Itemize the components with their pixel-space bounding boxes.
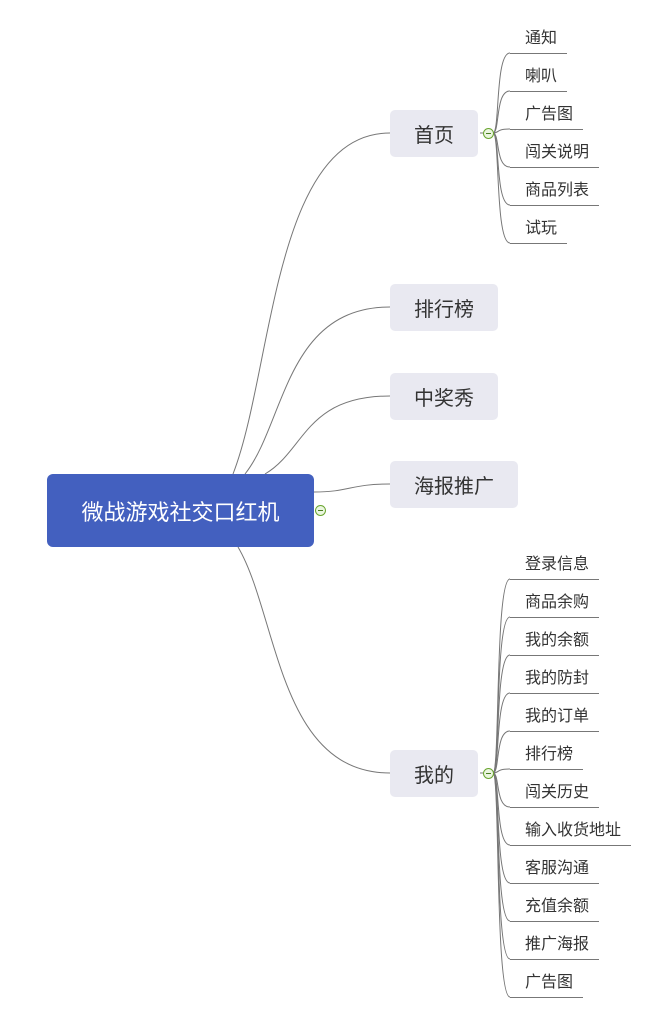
leaf-node[interactable]: 我的防封 <box>510 666 600 694</box>
connector-line <box>492 52 511 134</box>
connector-line <box>264 395 391 475</box>
connector-line <box>313 483 391 493</box>
collapse-toggle-icon[interactable] <box>483 768 494 779</box>
root-label: 微战游戏社交口红机 <box>81 500 280 526</box>
leaf-node[interactable]: 广告图 <box>510 102 584 130</box>
connector-line <box>232 132 391 475</box>
leaf-node[interactable]: 闯关历史 <box>510 780 600 808</box>
leaf-node[interactable]: 推广海报 <box>510 932 600 960</box>
leaf-node[interactable]: 我的余额 <box>510 628 600 656</box>
connector-line <box>492 768 511 774</box>
collapse-toggle-icon[interactable] <box>483 128 494 139</box>
leaf-node[interactable]: 广告图 <box>510 970 584 998</box>
leaf-node[interactable]: 登录信息 <box>510 552 600 580</box>
leaf-node[interactable]: 排行榜 <box>510 742 584 770</box>
branch-node[interactable]: 中奖秀 <box>390 373 498 420</box>
branch-label: 海报推广 <box>414 474 494 498</box>
connector-line <box>492 730 511 774</box>
leaf-node[interactable]: 我的订单 <box>510 704 600 732</box>
leaf-node[interactable]: 客服沟通 <box>510 856 600 884</box>
leaf-node[interactable]: 充值余额 <box>510 894 600 922</box>
leaf-node[interactable]: 输入收货地址 <box>510 818 632 846</box>
branch-node[interactable]: 排行榜 <box>390 284 498 331</box>
connector-line <box>492 772 511 998</box>
leaf-node[interactable]: 喇叭 <box>510 64 568 92</box>
connector-line <box>244 306 391 475</box>
branch-node[interactable]: 海报推广 <box>390 461 518 508</box>
connector-line <box>492 128 511 134</box>
root-node[interactable]: 微战游戏社交口红机 <box>47 474 314 547</box>
leaf-node[interactable]: 通知 <box>510 26 568 54</box>
branch-node[interactable]: 我的 <box>390 750 478 797</box>
connector-line <box>492 132 511 244</box>
leaf-node[interactable]: 闯关说明 <box>510 140 600 168</box>
branch-label: 中奖秀 <box>414 386 474 410</box>
connector-line <box>237 546 391 774</box>
connector-line <box>492 90 511 134</box>
branch-label: 排行榜 <box>414 297 474 321</box>
leaf-node[interactable]: 商品列表 <box>510 178 600 206</box>
collapse-toggle-icon[interactable] <box>315 505 326 516</box>
branch-node[interactable]: 首页 <box>390 110 478 157</box>
branch-label: 我的 <box>414 763 454 787</box>
branch-label: 首页 <box>414 123 454 147</box>
leaf-node[interactable]: 试玩 <box>510 216 568 244</box>
leaf-node[interactable]: 商品余购 <box>510 590 600 618</box>
